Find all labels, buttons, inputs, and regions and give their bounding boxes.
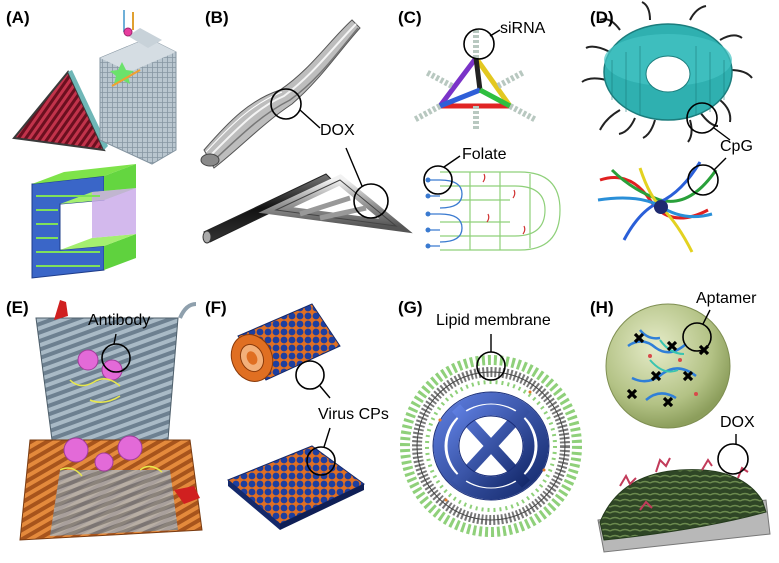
sirna-annotation: siRNA <box>500 20 546 37</box>
virus-cps-marker-circle-2 <box>306 446 336 476</box>
panel-f-artwork <box>227 303 365 530</box>
panel-a-label: (A) <box>6 8 30 27</box>
dox-leader-b1 <box>299 109 321 129</box>
panel-f-label: (F) <box>205 298 227 317</box>
panel-g-label: (G) <box>398 298 423 317</box>
cpg-leader-2 <box>713 157 727 171</box>
virus-cps-annotation: Virus CPs <box>318 406 389 423</box>
panel-h-artwork <box>597 303 771 553</box>
panel-g-artwork <box>400 355 582 537</box>
virus-cps-leader-1 <box>319 385 331 399</box>
cpg-marker-circle-1 <box>686 102 718 134</box>
cpg-annotation: CpG <box>720 138 753 155</box>
dox-annotation-h: DOX <box>720 414 755 431</box>
dox-marker-circle-b2 <box>353 183 389 219</box>
panel-c-label: (C) <box>398 8 422 27</box>
antibody-leader <box>113 333 117 345</box>
aptamer-marker-circle <box>682 322 712 352</box>
cpg-leader-1 <box>713 127 731 141</box>
panel-b-artwork <box>200 19 413 244</box>
panel-d-artwork <box>581 1 753 253</box>
aptamer-annotation: Aptamer <box>696 290 757 307</box>
panel-d-label: (D) <box>590 8 614 27</box>
panel-b-label: (B) <box>205 8 229 27</box>
antibody-annotation: Antibody <box>88 312 151 329</box>
folate-marker-circle <box>423 165 453 195</box>
dox-marker-circle-b1 <box>270 88 302 120</box>
dox-leader-b2 <box>345 147 363 187</box>
folate-annotation: Folate <box>462 146 507 163</box>
cpg-marker-circle-2 <box>687 164 719 196</box>
sirna-leader <box>489 29 501 37</box>
aptamer-leader <box>702 309 711 325</box>
folate-leader <box>443 155 461 168</box>
panel-h-label: (H) <box>590 298 614 317</box>
virus-cps-marker-circle-1 <box>295 360 325 390</box>
virus-cps-leader-2 <box>323 427 331 448</box>
panel-c-artwork <box>412 28 561 251</box>
antibody-marker-circle <box>101 343 131 373</box>
panel-a-artwork <box>12 10 177 279</box>
panel-e-label: (E) <box>6 298 29 317</box>
dox-annotation-b: DOX <box>320 122 355 139</box>
lipid-membrane-annotation: Lipid membrane <box>436 312 551 329</box>
dox-marker-circle-h <box>717 443 749 475</box>
sirna-marker-circle <box>463 28 495 60</box>
panel-e-artwork <box>19 300 203 541</box>
